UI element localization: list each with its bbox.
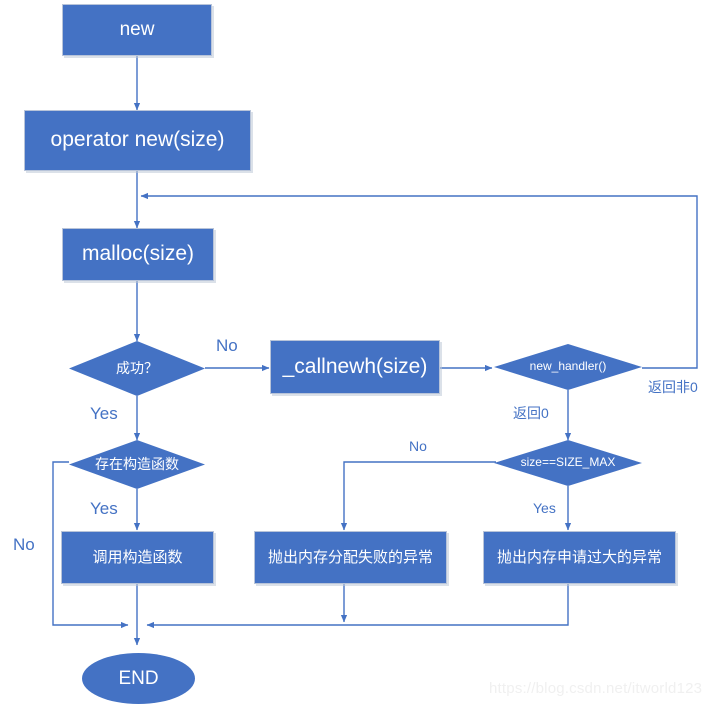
node-success-label: 成功？ xyxy=(116,360,158,377)
node-throw-toolarge-label: 抛出内存申请过大的异常 xyxy=(496,548,662,566)
node-throw-badalloc-label: 抛出内存分配失败的异常 xyxy=(267,548,433,566)
node-success[interactable]: 成功？ xyxy=(69,341,205,396)
node-throw-badalloc[interactable]: 抛出内存分配失败的异常 xyxy=(254,531,447,584)
node-has-ctor-label: 存在构造函数 xyxy=(95,456,179,473)
node-has-ctor[interactable]: 存在构造函数 xyxy=(69,440,205,489)
node-new-handler-label: new_handler() xyxy=(529,359,607,374)
node-callnewh[interactable]: _callnewh(size) xyxy=(270,340,440,394)
watermark-text: https://blog.csdn.net/itworld123 xyxy=(489,680,703,697)
node-malloc[interactable]: malloc(size) xyxy=(62,228,214,281)
edge-label-handler-nonzero: 返回非0 xyxy=(648,379,698,395)
node-new[interactable]: new xyxy=(62,4,212,56)
node-end[interactable]: END xyxy=(82,653,195,704)
edge-label-handler-zero: 返回0 xyxy=(513,405,549,421)
edge-sizemax-no-to-badalloc xyxy=(340,461,496,531)
node-new-label: new xyxy=(119,19,155,41)
edge-label-sizemax-yes: Yes xyxy=(533,500,556,516)
edge-label-success-yes: Yes xyxy=(90,404,118,423)
node-size-max[interactable]: size==SIZE_MAX xyxy=(494,440,642,486)
edge-label-sizemax-no: No xyxy=(409,438,427,454)
node-callnewh-label: _callnewh(size) xyxy=(282,354,428,378)
node-call-ctor-label: 调用构造函数 xyxy=(92,548,183,566)
node-new-handler[interactable]: new_handler() xyxy=(494,344,642,390)
node-operator-new-label: operator new(size) xyxy=(50,128,225,152)
diamond-shape xyxy=(69,341,205,396)
edge-label-hasctor-no: No xyxy=(13,535,35,554)
diamond-shape xyxy=(69,440,205,489)
diamond-shape xyxy=(494,440,642,486)
edge-toolarge-to-merge xyxy=(146,584,569,629)
node-throw-toolarge[interactable]: 抛出内存申请过大的异常 xyxy=(483,531,676,584)
node-malloc-label: malloc(size) xyxy=(81,242,194,266)
diamond-shape xyxy=(494,344,642,390)
node-operator-new[interactable]: operator new(size) xyxy=(24,110,251,171)
node-call-ctor[interactable]: 调用构造函数 xyxy=(61,531,214,584)
node-end-label: END xyxy=(118,667,159,689)
edge-label-success-no: No xyxy=(216,336,238,355)
node-size-max-label: size==SIZE_MAX xyxy=(520,455,616,470)
edge-label-hasctor-yes: Yes xyxy=(90,499,118,518)
